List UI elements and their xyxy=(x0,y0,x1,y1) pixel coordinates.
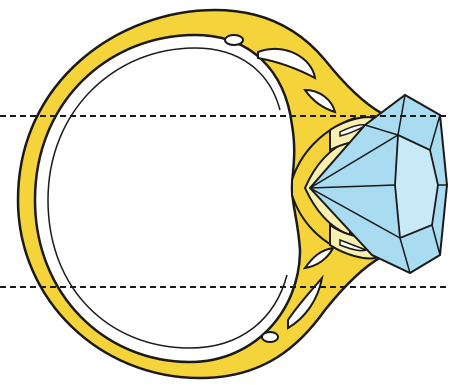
band-hole-top-small xyxy=(225,35,243,45)
band-hole-bottom-small xyxy=(262,332,278,342)
